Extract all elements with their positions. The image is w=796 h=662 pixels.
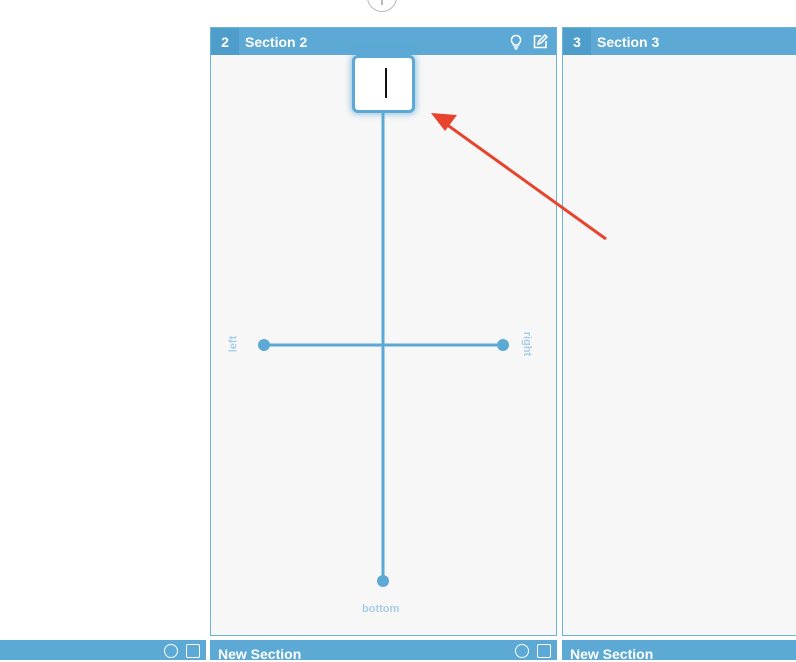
axis-label-right: right	[521, 331, 534, 357]
axis-label-left: left	[227, 335, 240, 353]
right-endpoint-handle[interactable]	[497, 339, 509, 351]
annotation-arrow-shaft	[445, 122, 607, 241]
bottom-section-header-1	[0, 640, 206, 660]
text-cursor	[385, 68, 387, 98]
edit-icon[interactable]	[186, 644, 200, 658]
left-endpoint-handle[interactable]	[258, 339, 270, 351]
lightbulb-icon[interactable]	[515, 644, 529, 658]
section-number: 3	[563, 28, 591, 55]
section-3-header: 3 Section 3	[563, 28, 796, 55]
bottom-section-header-2: New Section	[210, 640, 557, 662]
edit-icon[interactable]	[537, 644, 551, 658]
bottom-section-header-3: New Section	[562, 640, 796, 662]
annotation-arrow-head	[431, 113, 457, 131]
section-title[interactable]: Section 3	[597, 33, 660, 50]
section-3-panel: 3 Section 3	[562, 27, 796, 636]
lightbulb-icon[interactable]	[508, 34, 524, 50]
section-title[interactable]: New Section	[570, 646, 654, 662]
section-title[interactable]: Section 2	[245, 33, 308, 50]
section-number: 2	[211, 28, 239, 55]
section-title[interactable]: New Section	[218, 646, 302, 662]
lightbulb-icon[interactable]	[164, 644, 178, 658]
bottom-endpoint-handle[interactable]	[377, 575, 389, 587]
top-axis-input[interactable]	[352, 55, 415, 113]
axis-label-bottom: bottom	[362, 603, 400, 615]
edit-icon[interactable]	[532, 33, 548, 50]
section-2-header: 2 Section 2	[211, 28, 556, 55]
